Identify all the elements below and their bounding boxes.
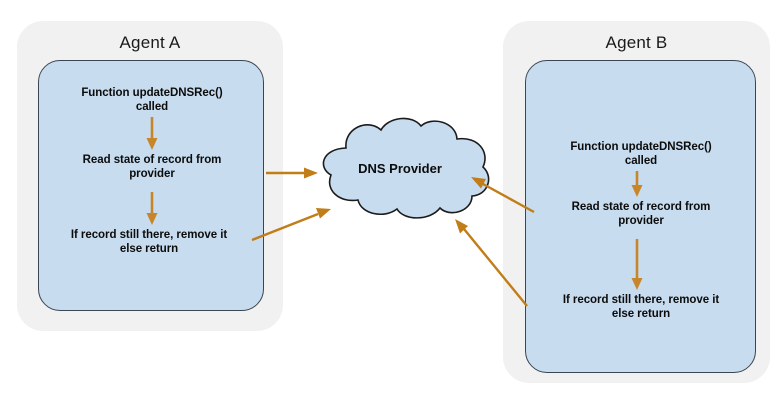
agent-b-step-1-line-2: called — [624, 155, 658, 168]
agent-a-step-3: If record still there, remove it else re… — [40, 228, 258, 257]
agent-b-step-2-line-2: provider — [618, 215, 664, 228]
agent-a-process-box — [38, 60, 264, 311]
agent-b-step-1: Function updateDNSRec() called — [534, 140, 748, 169]
agent-a-step-1: Function updateDNSRec() called — [46, 86, 258, 115]
cloud-label: DNS Provider — [358, 161, 442, 176]
agent-b-step-3: If record still there, remove it else re… — [530, 293, 752, 322]
cloud-icon — [322, 117, 490, 219]
agent-a-step-2: Read state of record from provider — [46, 153, 258, 182]
agent-b-step-2: Read state of record from provider — [534, 200, 748, 229]
agent-b-step-1-line-1: Function updateDNSRec() — [570, 141, 712, 153]
agent-b-step-3-line-2: else return — [611, 308, 671, 321]
agent-b-process-box — [525, 60, 756, 373]
agent-a-title: Agent A — [119, 33, 181, 52]
agent-b-step-3-line-1: If record still there, remove it — [562, 294, 720, 306]
agent-a-step-2-line-2: provider — [129, 168, 175, 181]
agent-b-step-2-line-1: Read state of record from — [571, 201, 711, 213]
agent-a-step-2-line-1: Read state of record from — [82, 154, 222, 166]
agent-a-step-1-line-2: called — [135, 101, 169, 114]
agent-a-step-3-line-1: If record still there, remove it — [70, 229, 228, 241]
agent-b-title: Agent B — [605, 33, 668, 52]
agent-a-step-1-line-1: Function updateDNSRec() — [81, 87, 223, 99]
agent-a-step-3-line-2: else return — [119, 243, 179, 256]
